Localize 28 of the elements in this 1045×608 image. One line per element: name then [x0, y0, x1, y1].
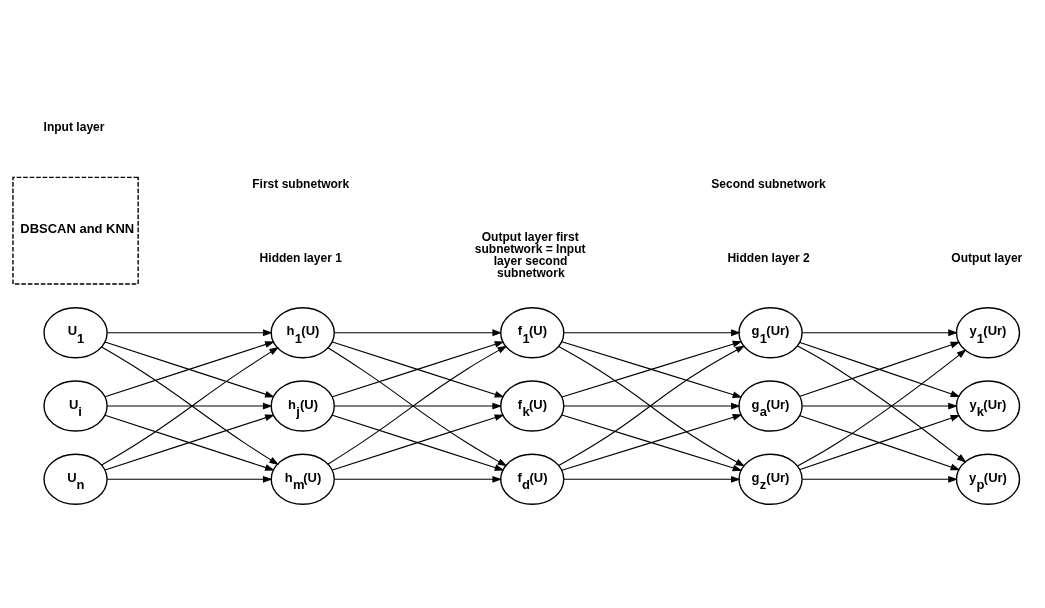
arrow	[333, 329, 503, 337]
arrow	[333, 475, 503, 483]
arrow	[106, 475, 273, 483]
label: Output layer	[951, 250, 1023, 265]
arrow	[106, 402, 273, 410]
node-box: DBSCAN and KNN	[12, 176, 139, 285]
arrow	[563, 475, 741, 483]
label: Second subnetwork	[711, 177, 826, 192]
arrow	[104, 414, 275, 471]
label: Hidden layer 1	[259, 250, 342, 265]
arrow	[563, 402, 741, 410]
arrow	[799, 341, 961, 397]
label: First subnetwork	[252, 177, 350, 192]
arrow	[331, 341, 505, 398]
arrow	[101, 346, 279, 466]
arrow	[104, 341, 275, 398]
arrow	[801, 475, 958, 483]
arrow	[799, 415, 961, 471]
arrow	[106, 329, 273, 337]
arrow	[563, 329, 741, 337]
arrow	[331, 414, 505, 471]
arrow	[558, 345, 746, 467]
label: Input layer	[43, 119, 105, 134]
arrow	[801, 329, 958, 337]
arrow	[333, 402, 503, 410]
arrow	[801, 402, 958, 410]
label: Hidden layer 2	[727, 250, 810, 265]
label: Output layer first subnetwork = Input layer second subnetwork	[474, 230, 586, 281]
